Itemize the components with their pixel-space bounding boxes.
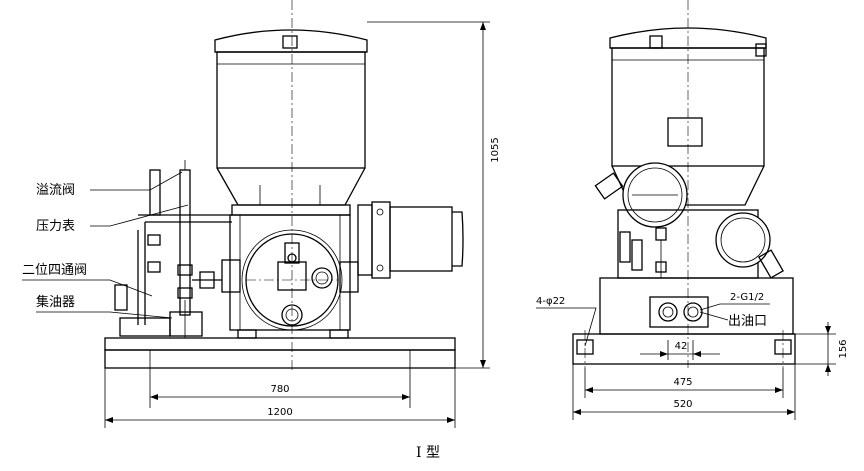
dim-1200: 1200 [267,407,292,418]
label-pressure-gauge: 压力表 [36,219,75,234]
front-labels: 溢流阀 压力表 二位四通阀 集油器 [22,171,189,319]
dim-520: 520 [673,399,692,410]
dim-height: 1055 [490,137,501,162]
figure-caption: I 型 [416,445,440,461]
side-dimensions: 42 475 520 156 [572,322,849,420]
dim-42: 42 [675,341,688,352]
label-oil-collector: 集油器 [36,294,75,310]
side-view [572,0,796,368]
side-labels: 4-φ22 2-G1/2 出油口 [536,292,770,347]
label-overflow-valve: 溢流阀 [36,183,75,198]
dim-156: 156 [838,339,849,358]
dim-475: 475 [673,377,692,388]
label-two-position-valve: 二位四通阀 [22,263,87,278]
front-view [104,0,464,372]
label-thread-spec: 2-G1/2 [730,292,764,303]
dim-780: 780 [270,384,289,395]
front-dimensions: 1055 780 1200 [104,21,501,428]
label-oil-outlet: 出油口 [728,314,767,329]
label-hole-spec: 4-φ22 [536,296,565,307]
